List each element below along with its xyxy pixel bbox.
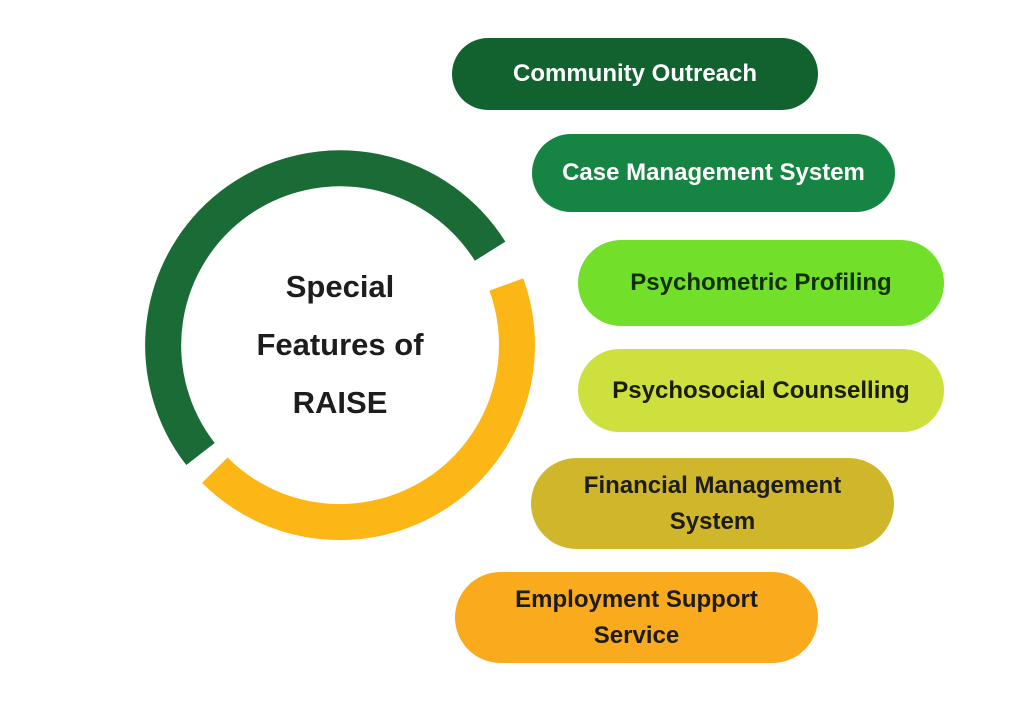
raise-ring: Special Features of RAISE (142, 147, 538, 543)
ring-title-line-2: Features of (256, 327, 424, 362)
pill-psychometric-profiling: Psychometric Profiling (578, 240, 944, 326)
pill-label: Community Outreach (512, 60, 758, 87)
ring-arc-yellow (202, 278, 535, 541)
pill-label: Financial Management System (583, 471, 842, 535)
pill-financial-management-system: Financial Management System (531, 458, 894, 549)
pill-community-outreach: Community Outreach (452, 38, 818, 110)
pill-label: Case Management System (562, 159, 865, 186)
ring-title: Special Features of RAISE (142, 147, 538, 543)
pill-label: Employment Support Service (515, 585, 758, 649)
pill-label: Psychosocial Counselling (612, 376, 910, 404)
pill-psychosocial-counselling: Psychosocial Counselling (578, 349, 944, 432)
pill-label: Psychometric Profiling (630, 269, 892, 296)
ring-title-line-1: Special (285, 269, 395, 304)
pill-case-management-system: Case Management System (532, 134, 895, 212)
ring-arc-green (145, 150, 506, 466)
pill-employment-support-service: Employment Support Service (455, 572, 818, 663)
ring-title-line-3: RAISE (292, 385, 388, 420)
ring-graphic (145, 150, 535, 541)
